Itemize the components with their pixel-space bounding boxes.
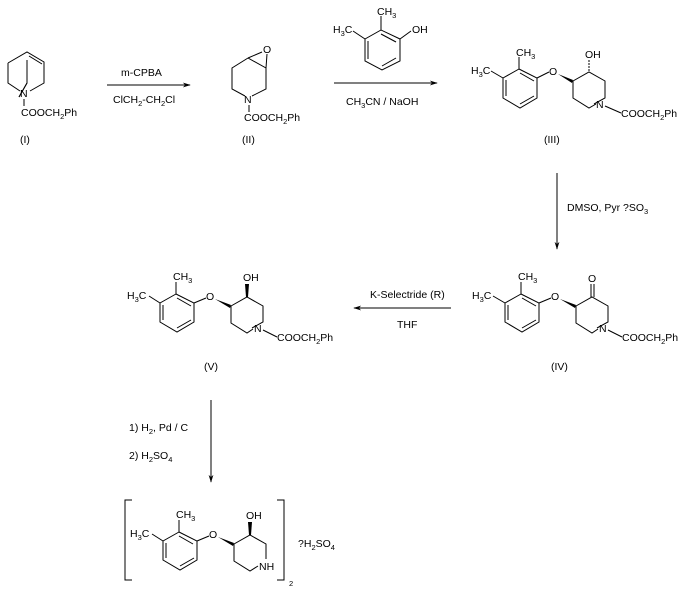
compound-ii-n: N xyxy=(244,94,252,106)
compound-iv-n: N xyxy=(599,323,607,335)
compound-iv: CH3 H3C O O N COOCH2Ph (IV) xyxy=(472,271,678,373)
final-nh: NH xyxy=(259,561,274,573)
final-oh: OH xyxy=(246,510,262,522)
compound-iii-oh: OH xyxy=(585,49,601,61)
compound-iii-substituent: COOCH2Ph xyxy=(621,108,677,122)
compound-iv-label: (IV) xyxy=(551,361,568,373)
step-5-line-2: 2) H2SO4 xyxy=(129,450,172,464)
final-ch3: CH3 xyxy=(176,509,195,523)
compound-iii-label: (III) xyxy=(544,134,560,146)
step-4-solvent: THF xyxy=(397,319,417,331)
compound-iii-n: N xyxy=(596,99,604,111)
phenol-ch3: CH3 xyxy=(377,6,396,20)
compound-i-n: N xyxy=(20,88,28,100)
step-5: 1) H2, Pd / C 2) H2SO4 xyxy=(129,400,214,483)
compound-i-label: (I) xyxy=(20,134,30,146)
compound-i-substituent: COOCH2Ph xyxy=(21,107,77,121)
compound-iii: CH3 H3C O OH N COOCH2Ph (III) xyxy=(471,47,677,146)
compound-iv-substituent: COOCH2Ph xyxy=(622,332,678,346)
compound-iii-ch3: CH3 xyxy=(516,47,535,61)
final-h3c: H3C xyxy=(130,528,150,542)
compound-v-label: (V) xyxy=(204,361,218,373)
reagent-phenol: CH3 H3C OH xyxy=(333,6,428,71)
compound-v: CH3 H3C O OH N COOCH2Ph (V) xyxy=(127,271,333,373)
step-5-line-1: 1) H2, Pd / C xyxy=(129,422,188,436)
right-bracket xyxy=(277,499,285,581)
compound-i: N COOCH2Ph (I) xyxy=(7,51,77,146)
step-3: DMSO, Pyr ?SO3 xyxy=(554,173,648,250)
left-bracket xyxy=(124,499,132,581)
phenol-h3c: H3C xyxy=(333,24,353,38)
step-2-conditions: CH3CN / NaOH xyxy=(346,96,418,110)
compound-iv-h3c: H3C xyxy=(472,290,492,304)
compound-iv-ketone-o: O xyxy=(588,273,596,285)
final-product: 2 CH3 H3C O OH NH ?H2SO4 xyxy=(124,499,335,588)
compound-ii-o: O xyxy=(263,44,271,56)
step-4: K-Selectride (R) THF xyxy=(353,289,451,331)
step-1-reagent: m-CPBA xyxy=(121,67,162,79)
compound-v-h3c: H3C xyxy=(127,290,147,304)
step-1-solvent: ClCH2-CH2Cl xyxy=(113,94,175,108)
final-o: O xyxy=(209,529,217,541)
compound-iii-o: O xyxy=(549,66,557,78)
bracket-subscript: 2 xyxy=(289,579,293,588)
step-2: CH3CN / NaOH xyxy=(334,80,438,110)
compound-v-oh: OH xyxy=(243,272,259,284)
step-1: m-CPBA ClCH2-CH2Cl xyxy=(107,67,191,108)
compound-ii: O N COOCH2Ph (II) xyxy=(231,44,300,146)
compound-iv-ch3: CH3 xyxy=(518,271,537,285)
compound-ii-substituent: COOCH2Ph xyxy=(244,112,300,126)
compound-iii-h3c: H3C xyxy=(471,65,491,79)
step-4-reagent: K-Selectride (R) xyxy=(370,289,445,301)
compound-v-ch3: CH3 xyxy=(173,271,192,285)
step-3-conditions: DMSO, Pyr ?SO3 xyxy=(567,202,648,216)
compound-v-o: O xyxy=(206,291,214,303)
compound-ii-label: (II) xyxy=(242,134,255,146)
phenol-oh: OH xyxy=(412,24,428,36)
salt-counterion: ?H2SO4 xyxy=(298,538,335,552)
compound-v-n: N xyxy=(254,323,262,335)
compound-v-substituent: COOCH2Ph xyxy=(277,332,333,346)
compound-iv-o: O xyxy=(551,291,559,303)
